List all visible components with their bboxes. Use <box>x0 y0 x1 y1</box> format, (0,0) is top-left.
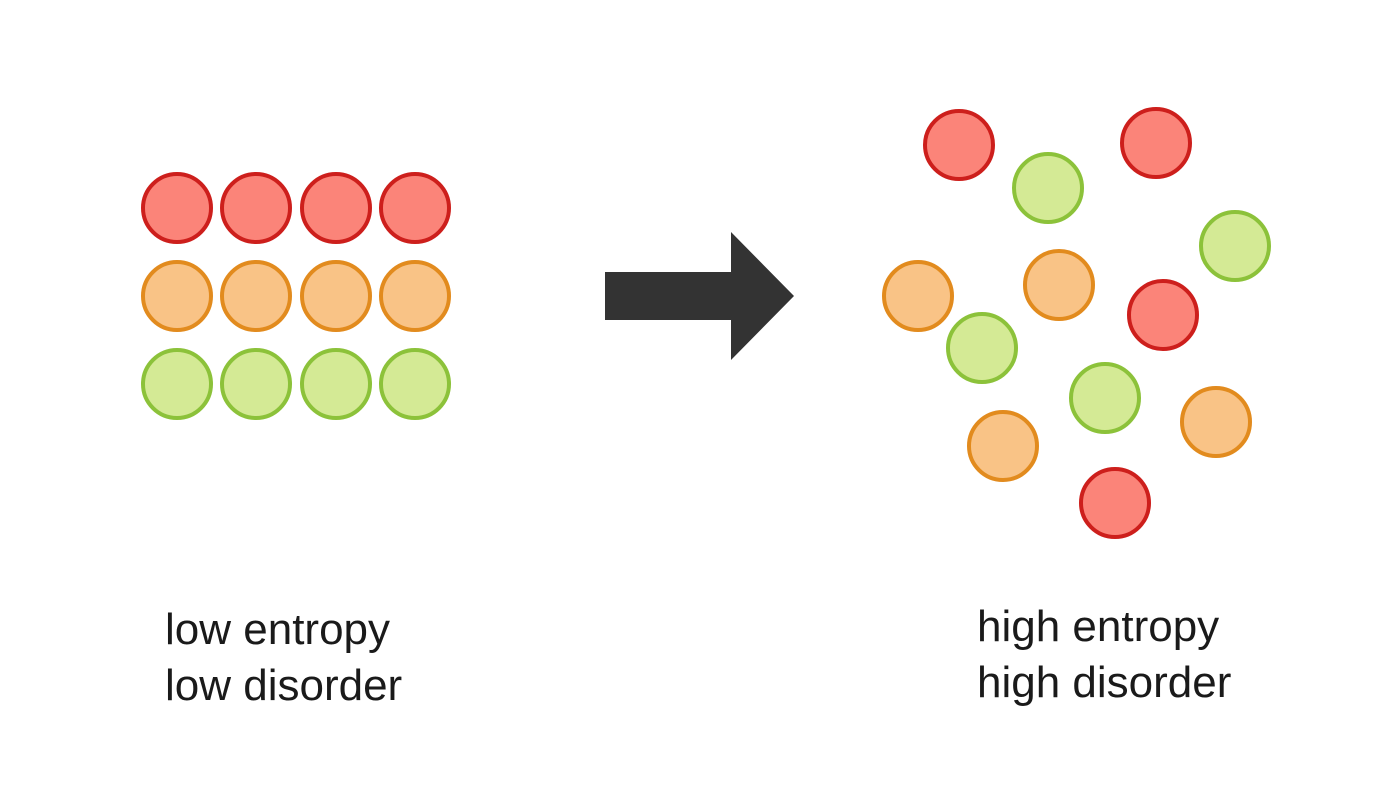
green-particle <box>946 312 1018 384</box>
green-particle <box>379 348 451 420</box>
orange-particle <box>141 260 213 332</box>
red-particle <box>379 172 451 244</box>
green-particle <box>141 348 213 420</box>
low-disorder-label: low disorder <box>165 661 403 710</box>
high-disorder-label: high disorder <box>977 658 1232 707</box>
orange-particle <box>967 410 1039 482</box>
green-particle <box>1199 210 1271 282</box>
orange-particle <box>220 260 292 332</box>
green-particle <box>1012 152 1084 224</box>
red-particle <box>923 109 995 181</box>
scattered-particles <box>882 107 1271 539</box>
red-particle <box>220 172 292 244</box>
ordered-particle-grid <box>141 172 451 420</box>
green-particle <box>220 348 292 420</box>
high-entropy-label: high entropy <box>977 602 1220 651</box>
red-particle <box>141 172 213 244</box>
orange-particle <box>1023 249 1095 321</box>
orange-particle <box>882 260 954 332</box>
low-entropy-caption: low entropy low disorder <box>165 602 402 714</box>
high-entropy-caption: high entropy high disorder <box>977 599 1231 711</box>
transition-arrow <box>605 232 794 360</box>
orange-particle <box>379 260 451 332</box>
red-particle <box>1120 107 1192 179</box>
green-particle <box>1069 362 1141 434</box>
red-particle <box>300 172 372 244</box>
orange-particle <box>300 260 372 332</box>
right-arrow-icon <box>605 232 794 360</box>
red-particle <box>1127 279 1199 351</box>
red-particle <box>1079 467 1151 539</box>
low-entropy-label: low entropy <box>165 605 391 654</box>
green-particle <box>300 348 372 420</box>
orange-particle <box>1180 386 1252 458</box>
